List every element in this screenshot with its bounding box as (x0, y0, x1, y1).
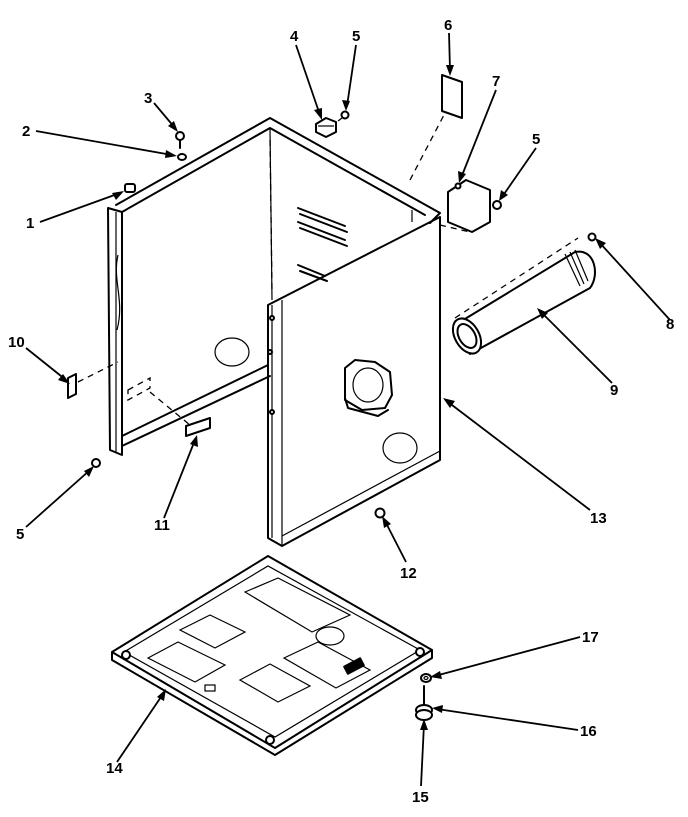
part-3-screw (175, 131, 185, 149)
callout-5-left: 5 (16, 526, 24, 543)
part-9-duct (451, 237, 596, 355)
callout-14: 14 (106, 760, 123, 777)
part-16-foot-base (415, 704, 433, 721)
part-2-washer (177, 153, 187, 161)
part-5-screw-right (492, 200, 502, 210)
base-assembly (111, 555, 433, 756)
callout-5-right: 5 (532, 131, 540, 148)
callout-4: 4 (290, 28, 299, 45)
callout-8: 8 (666, 316, 674, 333)
callout-lines (25, 32, 671, 787)
callout-15: 15 (412, 789, 429, 806)
callout-7: 7 (492, 73, 500, 90)
callout-3: 3 (144, 90, 152, 107)
back-panel-slots (297, 207, 348, 282)
callout-13: 13 (590, 510, 607, 527)
callout-6: 6 (444, 17, 452, 34)
callout-10: 10 (8, 334, 25, 351)
callout-16: 16 (580, 723, 597, 740)
callout-9: 9 (610, 382, 618, 399)
part-10-tab (67, 373, 77, 399)
callout-2: 2 (22, 123, 30, 140)
part-4-bracket (315, 117, 337, 138)
part-11-label (185, 417, 211, 437)
part-6-plate (441, 74, 463, 119)
part-1-clip (124, 183, 136, 193)
part-12-screw (374, 507, 386, 519)
callout-17: 17 (582, 629, 599, 646)
callout-12: 12 (400, 565, 417, 582)
part-7-bracket (447, 179, 491, 233)
part-17-nut (420, 673, 432, 683)
exhaust-opening (344, 359, 393, 417)
part-8-screw (587, 232, 597, 242)
callout-11: 11 (154, 517, 170, 534)
part-5-screw-left (91, 458, 101, 468)
part-5-screw-top (337, 110, 350, 122)
callout-1: 1 (26, 215, 34, 232)
callout-labels: 1 2 3 4 5 6 7 5 8 9 10 5 11 12 13 14 15 … (8, 17, 674, 806)
cabinet-assembly (107, 117, 441, 547)
callout-5-top: 5 (352, 28, 360, 45)
